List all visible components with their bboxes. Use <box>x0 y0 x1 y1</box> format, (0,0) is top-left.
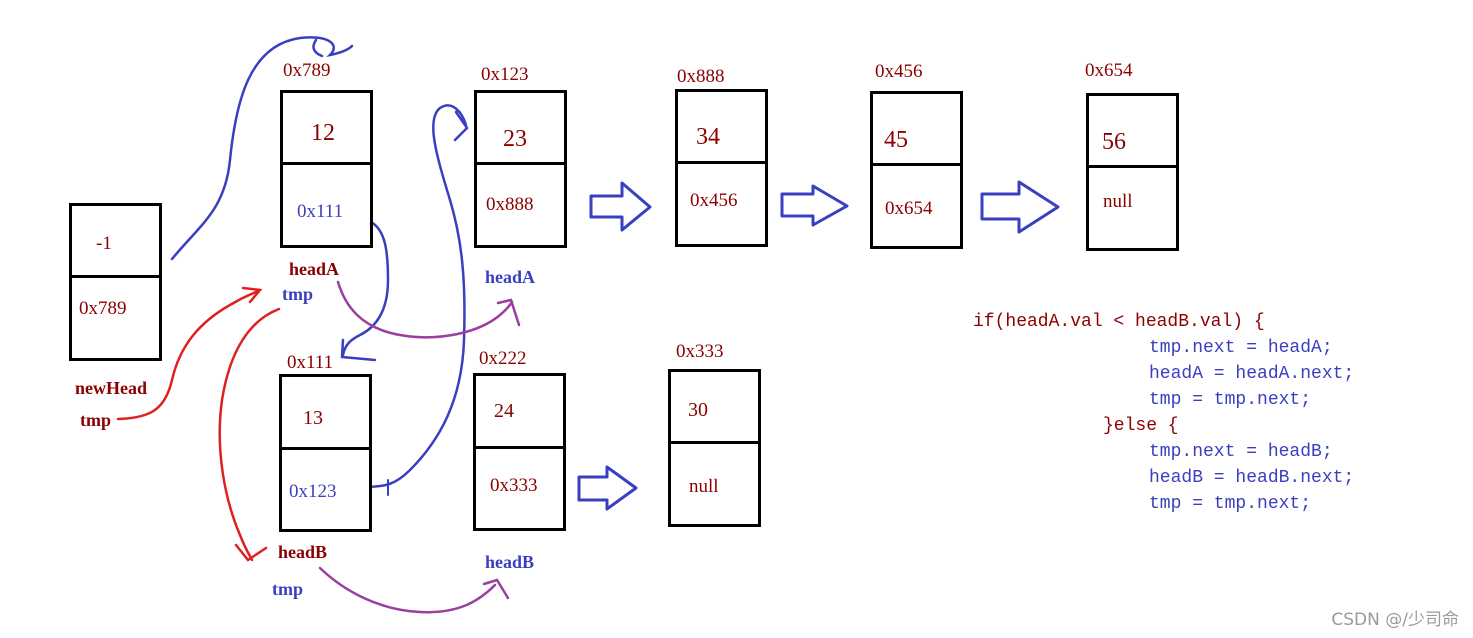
node-next: null <box>1103 191 1133 212</box>
node-value: 23 <box>503 126 527 152</box>
node-next: 0x888 <box>486 194 534 215</box>
node-address: 0x654 <box>1085 60 1133 81</box>
node-next: 0x654 <box>885 198 933 219</box>
node-value: 13 <box>303 407 323 429</box>
node-address: 0x333 <box>676 341 724 362</box>
node-address: 0x111 <box>287 352 334 373</box>
node-b3: 30 null <box>668 369 761 527</box>
label-tmp-initial: tmp <box>80 410 111 430</box>
node-next: 0x456 <box>690 190 738 211</box>
code-line: tmp.next = headB; <box>1149 442 1333 462</box>
node-divider <box>1086 165 1179 168</box>
label-headb-initial: headB <box>278 542 328 562</box>
node-value: 30 <box>688 399 708 421</box>
node-address: 0x123 <box>481 64 529 85</box>
node-value: 12 <box>311 120 335 146</box>
code-line: headA = headA.next; <box>1149 364 1355 384</box>
next-arrow-a3-a4 <box>780 184 849 227</box>
node-a5: 56 null <box>1086 93 1179 251</box>
node-newhead: -1 0x789 <box>69 203 162 361</box>
watermark: CSDN @/少司命 <box>1331 610 1459 630</box>
next-arrow-a4-a5 <box>980 180 1060 234</box>
tmp-move-curve-1 <box>116 286 263 421</box>
next-arrow-a2-a3 <box>589 181 652 232</box>
label-tmp-at-a1: tmp <box>282 284 313 304</box>
label-newhead: newHead <box>75 378 147 398</box>
node-divider <box>668 441 761 444</box>
node-value: 45 <box>884 127 908 153</box>
label-heada-initial: headA <box>289 259 340 279</box>
next-arrow-b2-b3 <box>577 465 638 511</box>
node-divider <box>279 447 372 450</box>
node-a2: 23 0x888 <box>474 90 567 248</box>
node-next: null <box>689 476 719 497</box>
node-divider <box>675 161 768 164</box>
node-b1: 13 0x123 <box>279 374 372 532</box>
node-address: 0x456 <box>875 61 923 82</box>
tmp-move-curve-2 <box>218 307 281 562</box>
node-address: 0x789 <box>283 60 331 81</box>
code-line: tmp = tmp.next; <box>1149 390 1312 410</box>
code-line: }else { <box>1103 416 1179 436</box>
label-tmp-at-b1: tmp <box>272 579 303 599</box>
node-divider <box>870 163 963 166</box>
node-divider <box>280 162 373 165</box>
node-value: 56 <box>1102 129 1126 155</box>
label-headb-moved: headB <box>485 552 535 572</box>
node-address: 0x222 <box>479 348 527 369</box>
node-a4: 45 0x654 <box>870 91 963 249</box>
node-b2: 24 0x333 <box>473 373 566 531</box>
node-value: 34 <box>696 124 720 150</box>
headA-move-curve <box>336 280 521 339</box>
node-value: -1 <box>96 233 112 254</box>
code-line: if(headA.val < headB.val) { <box>973 312 1265 332</box>
label-heada-moved: headA <box>485 267 536 287</box>
node-divider <box>473 446 566 449</box>
node-next: 0x333 <box>490 475 538 496</box>
headB-move-curve <box>318 566 510 614</box>
node-address: 0x888 <box>677 66 725 87</box>
pointer-a1-to-b1 <box>340 220 390 362</box>
code-line: tmp = tmp.next; <box>1149 494 1312 514</box>
node-a3: 34 0x456 <box>675 89 768 247</box>
node-next: 0x111 <box>297 201 344 222</box>
node-value: 24 <box>494 400 514 422</box>
pointer-newhead-to-a1 <box>170 36 354 261</box>
node-next: 0x789 <box>79 298 127 319</box>
node-a1: 12 0x111 <box>280 90 373 248</box>
code-line: headB = headB.next; <box>1149 468 1355 488</box>
code-line: tmp.next = headA; <box>1149 338 1333 358</box>
pointer-b1-to-a2 <box>360 104 469 489</box>
node-divider <box>69 275 162 278</box>
node-divider <box>474 162 567 165</box>
node-next: 0x123 <box>289 481 337 502</box>
